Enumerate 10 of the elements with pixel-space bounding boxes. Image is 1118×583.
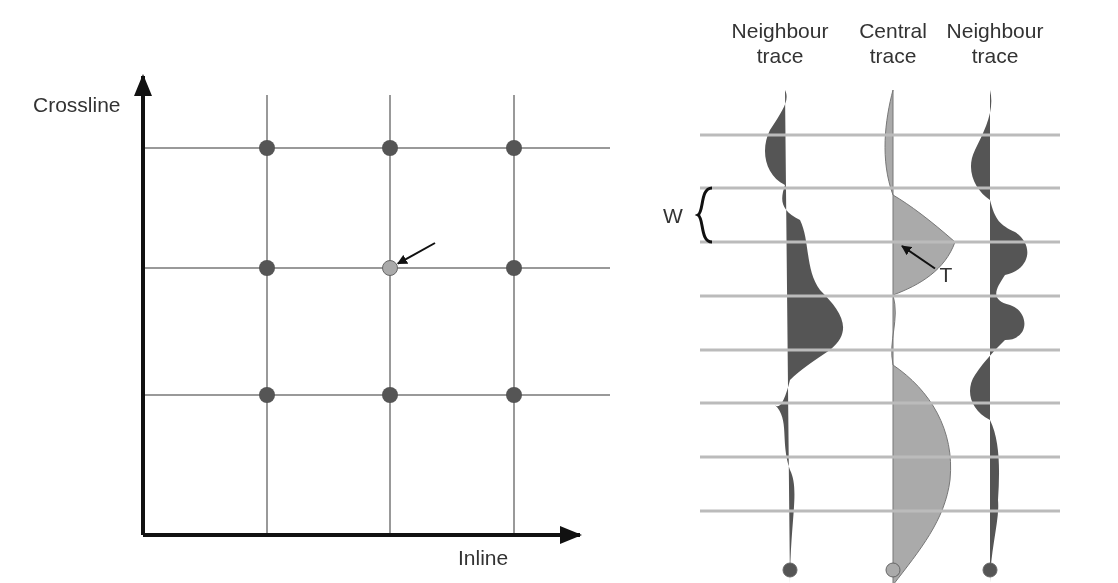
bracket-label: W <box>663 203 683 228</box>
axis-label: Inline <box>458 545 509 570</box>
trace-label: Neighbour trace <box>945 18 1045 68</box>
trace-label: Neighbour trace <box>730 18 830 68</box>
grid-dot <box>382 260 398 276</box>
pointer-arrow <box>396 242 436 265</box>
axis-label: Crossline <box>33 92 121 117</box>
trace-label: Central trace <box>858 18 928 68</box>
point-label: T <box>935 262 957 290</box>
leader-line <box>901 245 936 270</box>
